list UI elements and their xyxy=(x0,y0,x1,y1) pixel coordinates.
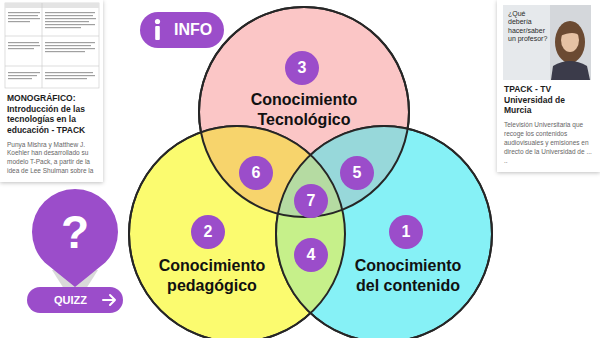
text-line xyxy=(45,27,81,28)
icon-dot xyxy=(155,19,160,24)
text-line xyxy=(45,42,95,43)
text-line xyxy=(45,48,95,49)
text-line xyxy=(8,18,40,19)
callout-number: 3 xyxy=(285,51,319,85)
fringe xyxy=(560,26,580,36)
arrow-icon xyxy=(103,295,115,305)
presenter-photo xyxy=(550,5,591,80)
overlap-region xyxy=(276,126,492,338)
text-line xyxy=(45,18,96,19)
quiz-pin: ? xyxy=(32,189,118,289)
quiz-button: QUIZZ xyxy=(27,287,123,313)
text-line xyxy=(45,75,95,76)
overlap-region xyxy=(276,126,492,338)
photo-ground xyxy=(550,5,591,80)
video-thumbnail: ¿Qué debería hacer/saber un profesor? xyxy=(503,5,591,80)
resource-card: TPACK - TV Universidad de MurciaTelevisi… xyxy=(497,0,600,172)
text-line xyxy=(45,45,91,46)
document-thumbnail xyxy=(5,3,99,88)
button-label: INFO xyxy=(174,20,212,40)
text-line xyxy=(8,45,40,46)
icon-stem xyxy=(155,26,160,40)
card-title: TPACK - TV Universidad de Murcia xyxy=(504,84,594,116)
text-line xyxy=(8,42,39,43)
pin-fill xyxy=(32,189,118,287)
table-header xyxy=(5,3,99,8)
overlap-region xyxy=(276,126,492,338)
card-title: MONOGRÁFICO: Introducción de las tecnolo… xyxy=(7,93,97,136)
text-lines xyxy=(8,12,96,79)
callout-number: 6 xyxy=(239,156,273,190)
text-line xyxy=(8,15,38,16)
circle-outline xyxy=(276,126,492,338)
callout-number: 7 xyxy=(294,184,328,218)
circle-shape xyxy=(276,126,492,338)
page-sheet xyxy=(5,3,99,88)
circle-outline xyxy=(199,7,409,217)
text-line xyxy=(45,51,85,52)
hair xyxy=(555,21,585,63)
text-line xyxy=(8,72,40,73)
text-line xyxy=(45,21,89,22)
text-line xyxy=(45,24,95,25)
knowledge-circle: Conocimiento del contenido 1 xyxy=(276,126,492,338)
text-line xyxy=(8,78,32,79)
circle-label: Conocimiento pedagógico xyxy=(142,256,282,296)
text-line xyxy=(45,78,87,79)
callout-number: 2 xyxy=(191,215,225,249)
card-body: Punya Mishra y Matthew J. Koehler han de… xyxy=(7,141,97,177)
circle-label: Conocimiento Tecnológico xyxy=(224,90,384,130)
text-line xyxy=(8,48,34,49)
text-line xyxy=(45,15,93,16)
table-rule xyxy=(42,3,43,88)
circle-fill xyxy=(276,126,492,338)
callout-label: 2 xyxy=(204,223,213,241)
overlap-region xyxy=(129,126,345,338)
thumbnail-caption: ¿Qué debería hacer/saber un profesor? xyxy=(508,10,548,44)
callout-number: 4 xyxy=(294,238,328,272)
info-icon xyxy=(155,19,160,40)
body xyxy=(551,61,590,80)
text-line xyxy=(8,75,37,76)
callout-number: 1 xyxy=(389,215,423,249)
overlap-group xyxy=(276,126,492,338)
text-line xyxy=(45,12,95,13)
text-line xyxy=(8,12,40,13)
card-body: Televisión Universitaria que recoge los … xyxy=(504,121,594,166)
callout-label: 5 xyxy=(353,164,362,182)
resource-card: MONOGRÁFICO: Introducción de las tecnolo… xyxy=(0,0,103,182)
circle-label: Conocimiento del contenido xyxy=(343,256,473,296)
face xyxy=(561,28,579,52)
callout-label: 3 xyxy=(298,59,307,77)
text-line xyxy=(8,21,30,22)
callout-label: 6 xyxy=(252,164,261,182)
table-rule xyxy=(5,66,99,67)
text-line xyxy=(45,72,93,73)
callout-label: 4 xyxy=(307,246,316,264)
circle-outline xyxy=(129,126,345,338)
table-rule xyxy=(5,36,99,37)
pin-symbol: ? xyxy=(32,189,118,275)
callout-number: 5 xyxy=(340,156,374,190)
callout-label: 7 xyxy=(307,192,316,210)
info-button: INFO xyxy=(140,12,224,48)
callout-label: 1 xyxy=(402,223,411,241)
button-label: QUIZZ xyxy=(54,293,87,307)
